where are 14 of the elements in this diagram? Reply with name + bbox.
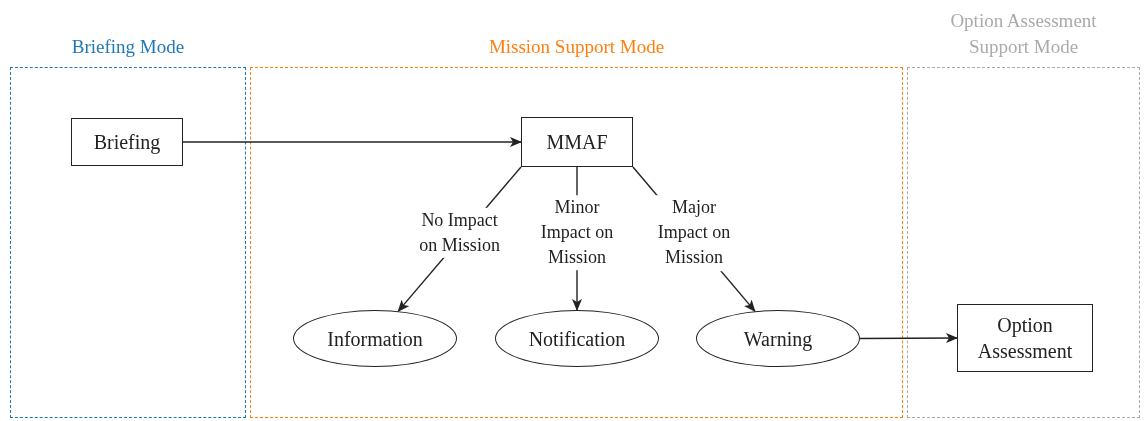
node-label: Warning (743, 326, 813, 352)
process-box (71, 118, 183, 166)
node-label: Notification (528, 326, 626, 352)
process-box (957, 304, 1093, 372)
node-label: Option Assessment (976, 313, 1074, 364)
arrow (859, 333, 958, 344)
process-box (521, 117, 633, 167)
node-label: Information (327, 326, 423, 352)
arrow (182, 137, 522, 147)
mode-heading: Briefing Mode (71, 35, 185, 60)
node-label: Briefing (93, 130, 161, 155)
mode-heading: Mission Support Mode (488, 35, 665, 60)
node-label: MMAF (546, 130, 608, 155)
mode-heading: Option Assessment Support Mode (949, 8, 1098, 60)
